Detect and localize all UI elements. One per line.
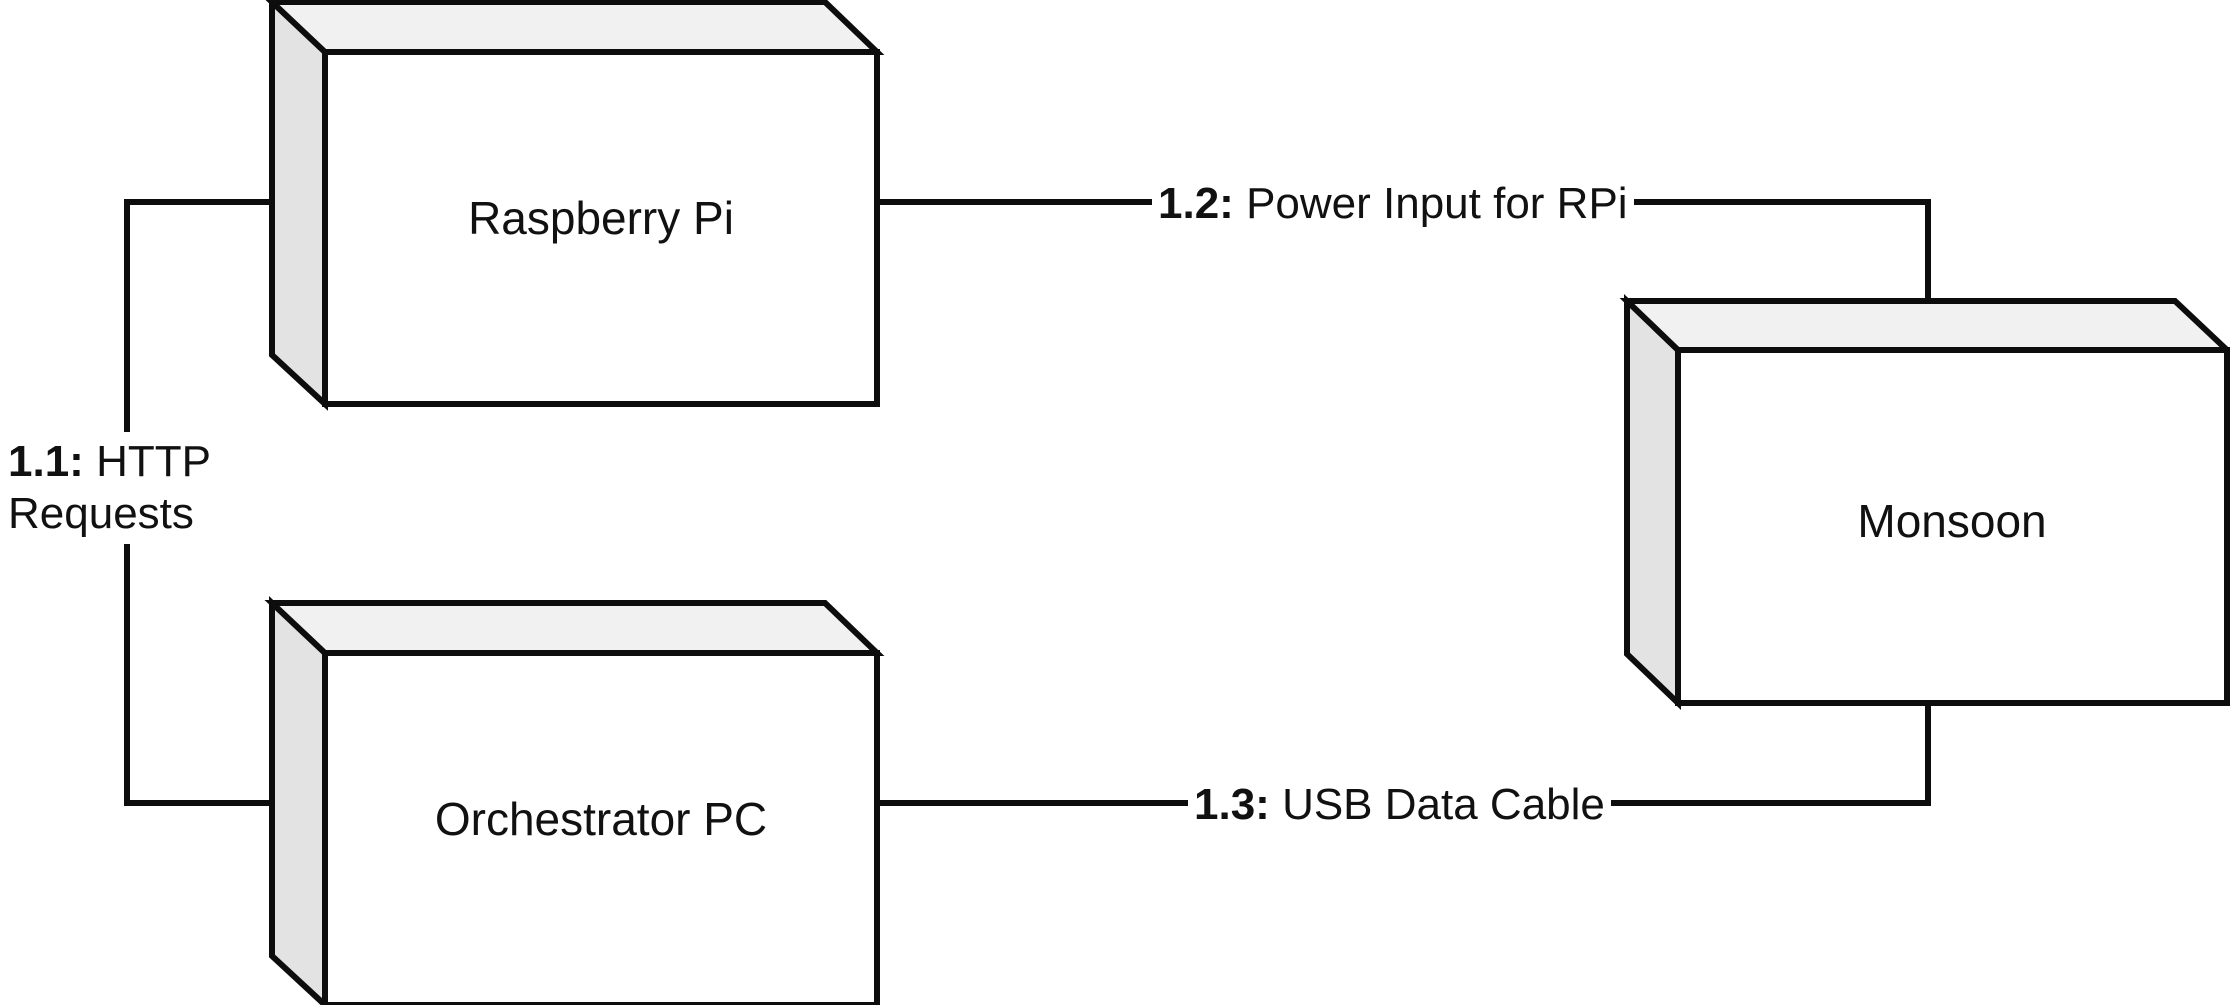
edge-label-http-requests-text-line1: HTTP Requests	[8, 437, 211, 538]
edge-label-usb-data-cable: 1.3: USB Data Cable	[1188, 779, 1611, 831]
node-raspberry-pi[interactable]: Raspberry Pi	[265, 0, 885, 411]
edge-label-usb-data-cable-seq: 1.3:	[1194, 780, 1270, 829]
edge-label-http-requests-line1: 1.1: HTTP Requests	[8, 436, 268, 540]
node-monsoon-top-face	[1619, 298, 2230, 353]
edge-label-power-input: 1.2: Power Input for RPi	[1152, 178, 1634, 230]
edge-label-http-requests: 1.1: HTTP Requests	[2, 432, 274, 544]
node-monsoon-label: Monsoon	[1857, 495, 2046, 547]
edge-label-http-requests-seq: 1.1:	[8, 437, 84, 486]
node-raspberry-pi-label: Raspberry Pi	[468, 192, 734, 244]
node-orchestrator-pc-top-face	[264, 600, 885, 656]
edge-label-usb-data-cable-text: USB Data Cable	[1282, 780, 1605, 829]
node-monsoon[interactable]: Monsoon	[1619, 293, 2230, 711]
node-monsoon-side-face	[1624, 293, 1681, 711]
node-orchestrator-pc-label: Orchestrator PC	[435, 793, 767, 845]
node-raspberry-pi-top-face	[265, 0, 885, 55]
node-monsoon-front-face	[1675, 347, 2230, 706]
node-raspberry-pi-front-face	[322, 49, 880, 407]
edge-label-power-input-seq: 1.2:	[1158, 179, 1234, 228]
edge-label-power-input-text: Power Input for RPi	[1246, 179, 1628, 228]
node-orchestrator-pc-side-face	[269, 596, 328, 1005]
node-raspberry-pi-side-face	[269, 0, 328, 411]
node-orchestrator-pc[interactable]: Orchestrator PC	[264, 596, 885, 1005]
node-orchestrator-pc-front-face	[322, 650, 880, 1005]
